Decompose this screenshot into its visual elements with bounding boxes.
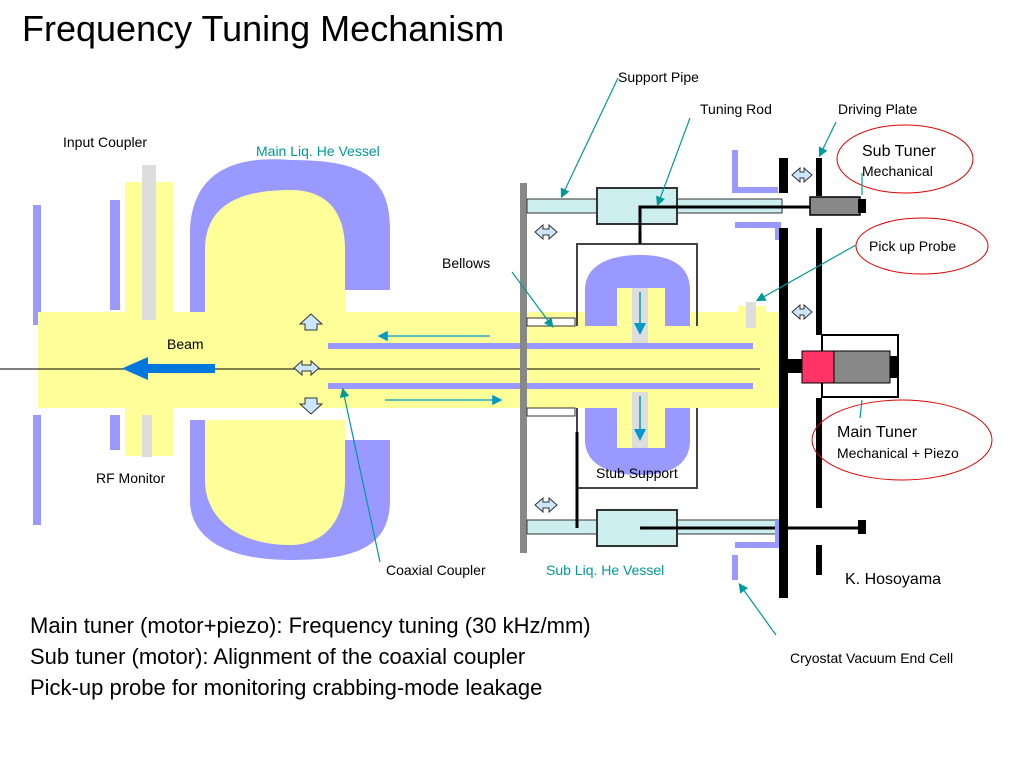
label-support-pipe: Support Pipe xyxy=(618,69,699,85)
label-cryostat: Cryostat Vacuum End Cell xyxy=(790,650,953,666)
label-bellows: Bellows xyxy=(442,255,490,271)
driving-plate xyxy=(779,158,822,598)
label-sub-tuner-sub: Mechanical xyxy=(862,163,933,179)
label-stub-support: Stub Support xyxy=(596,465,678,481)
up-arrow-icon xyxy=(298,313,324,331)
horizontal-double-arrow-icon xyxy=(293,359,320,377)
note-item: Pick-up probe for monitoring crabbing-mo… xyxy=(30,675,543,700)
bellows-ring-bottom xyxy=(526,407,576,417)
pickup-probe-callout xyxy=(855,217,989,275)
support-pipe-arrows xyxy=(534,166,813,514)
pickup-probe xyxy=(746,302,756,328)
label-main-he-vessel: Main Liq. He Vessel xyxy=(256,143,380,159)
label-rf-monitor: RF Monitor xyxy=(96,470,166,486)
label-author: K. Hosoyama xyxy=(845,571,941,588)
note-item: Main tuner (motor+piezo): Frequency tuni… xyxy=(30,613,591,638)
leader-lines xyxy=(339,77,863,636)
down-arrow-icon xyxy=(298,397,324,415)
label-tuning-rod: Tuning Rod xyxy=(700,101,772,117)
label-coaxial-coupler: Coaxial Coupler xyxy=(386,562,486,578)
rf-monitor-antenna xyxy=(142,415,152,457)
main-tuner-actuator xyxy=(788,350,898,384)
label-main-tuner-sub: Mechanical + Piezo xyxy=(837,445,959,461)
label-pickup-probe: Pick up Probe xyxy=(869,238,956,254)
beam-arrow xyxy=(122,357,215,380)
label-driving-plate: Driving Plate xyxy=(838,101,918,117)
tuning-rods xyxy=(575,205,860,530)
lower-actuator xyxy=(858,520,866,534)
end-flange xyxy=(520,183,527,553)
notes-list: Main tuner (motor+piezo): Frequency tuni… xyxy=(30,610,591,703)
label-input-coupler: Input Coupler xyxy=(63,134,147,150)
sub-tuner-actuator xyxy=(809,196,866,216)
main-tuner-callout xyxy=(811,399,993,481)
label-sub-he-vessel: Sub Liq. He Vessel xyxy=(546,562,664,578)
coaxial-coupler xyxy=(328,343,753,389)
sub-tuner-callout xyxy=(836,124,974,194)
label-sub-tuner: Sub Tuner xyxy=(862,143,937,160)
label-main-tuner: Main Tuner xyxy=(837,424,918,441)
page-title: Frequency Tuning Mechanism xyxy=(22,8,505,49)
label-beam: Beam xyxy=(167,336,204,352)
note-item: Sub tuner (motor): Alignment of the coax… xyxy=(30,644,526,669)
input-coupler-antenna xyxy=(142,165,156,320)
cryostat-end-cell xyxy=(732,150,781,580)
